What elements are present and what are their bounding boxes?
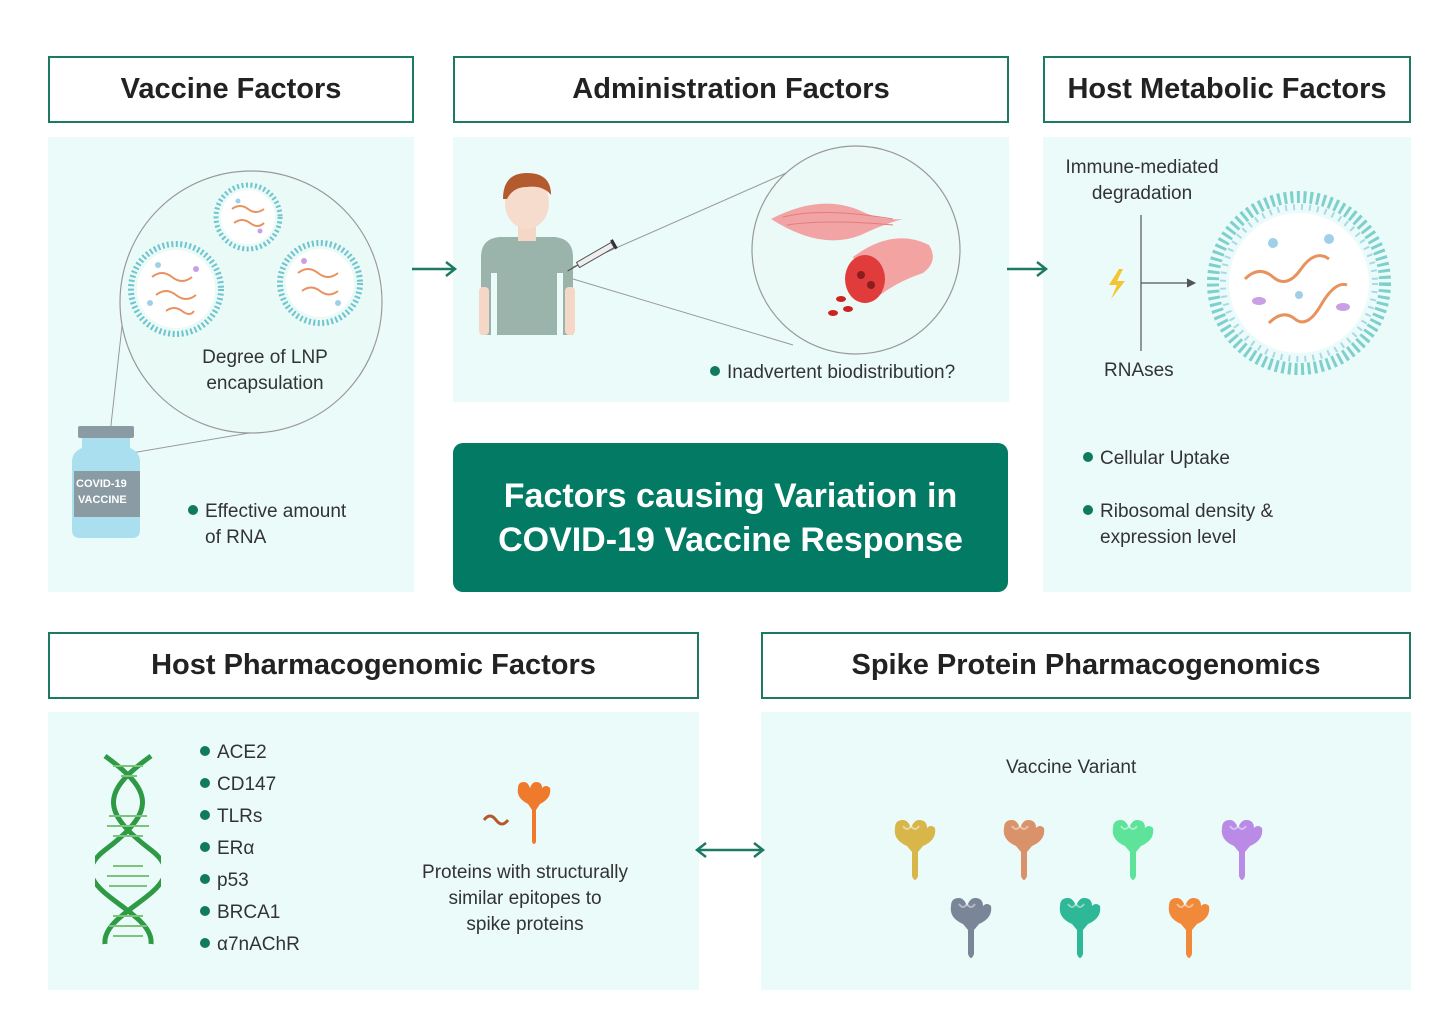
bullet-text: Effective amount (205, 501, 347, 522)
spike-protein-icon (950, 898, 992, 958)
lnp-label-line2: encapsulation (206, 373, 324, 394)
person-icon (479, 173, 575, 335)
center-title-line2: COVID-19 Vaccine Response (498, 520, 963, 559)
arrow-vaccine-to-admin (412, 261, 458, 277)
bullet-text: Inadvertent biodistribution? (727, 362, 956, 383)
bullet-dot (1083, 451, 1093, 462)
lightning-icon (1109, 269, 1125, 299)
proteins-line1: Proteins with structurally (422, 862, 628, 883)
bullet-dot (200, 841, 210, 852)
bullet-dot (200, 809, 210, 820)
lnp-label: Degree of LNP encapsulation (165, 345, 365, 397)
gene-list-item: TLRs (200, 804, 300, 836)
spike-protein-icon (1168, 898, 1210, 958)
center-title-box: Factors causing Variation in COVID-19 Va… (453, 443, 1008, 592)
bullet-text-cont: of RNA (205, 527, 267, 548)
gene-list-item: CD147 (200, 772, 300, 804)
lnp-particle-icon (128, 241, 224, 337)
bullet-text: Cellular Uptake (1100, 448, 1230, 469)
bullet-text: Ribosomal density & (1100, 501, 1274, 522)
vial-label-line1: COVID-19 (76, 478, 127, 490)
gene-name: BRCA1 (217, 902, 281, 923)
bullet-cellular-uptake: Cellular Uptake (1083, 446, 1230, 472)
gene-name: CD147 (217, 774, 277, 795)
spike-protein-icon (1059, 898, 1101, 958)
panel-host-metabolic (1043, 137, 1411, 592)
bullet-dot (200, 937, 210, 948)
panel-spike (761, 712, 1411, 990)
bullet-biodistribution: Inadvertent biodistribution? (710, 360, 955, 386)
immune-label-line2: degradation (1091, 183, 1193, 204)
lnp-zoom-illustration (72, 170, 383, 538)
immune-degradation-label: Immune-mediated degradation (1048, 155, 1236, 207)
spike-protein-icon (894, 820, 936, 880)
double-arrow-icon (694, 842, 766, 858)
bullet-ribosomal-density: Ribosomal density & expression level (1083, 499, 1273, 551)
bullet-dot (710, 365, 720, 376)
gene-name: p53 (217, 870, 249, 891)
bullet-dot (188, 504, 198, 515)
bullet-dot (200, 745, 210, 756)
vaccine-variant-label: Vaccine Variant (1006, 757, 1137, 778)
gene-list-item: ERα (200, 836, 300, 868)
proteins-line2: similar epitopes to (448, 888, 602, 909)
muscle-icon (771, 203, 903, 241)
lnp-label-line1: Degree of LNP (202, 347, 328, 368)
degradation-illustration (1109, 191, 1391, 375)
blood-vessel-icon (828, 238, 933, 316)
similar-proteins-label: Proteins with structurally similar epito… (398, 860, 652, 938)
lnp-particle-icon (213, 182, 283, 252)
bullet-dot (1083, 504, 1093, 515)
bullet-dot (200, 873, 210, 884)
bullet-effective-rna: Effective amount of RNA (188, 499, 346, 551)
gene-name: ACE2 (217, 742, 267, 763)
bullet-text-cont: expression level (1100, 527, 1237, 548)
gene-list-item: BRCA1 (200, 900, 300, 932)
header-administration-factors: Administration Factors (453, 56, 1009, 123)
gene-name: TLRs (217, 806, 263, 827)
gene-name: α7nAChR (217, 934, 300, 955)
arrow-admin-to-metabolic (1007, 261, 1049, 277)
bullet-dot (200, 905, 210, 916)
panel-host-pharmacogenomic (48, 712, 699, 990)
syringe-icon (567, 239, 618, 272)
header-spike-protein-pharmacogenomics: Spike Protein Pharmacogenomics (761, 632, 1411, 699)
center-title-line1: Factors causing Variation in (503, 476, 958, 515)
vial-label-line2: VACCINE (78, 494, 127, 506)
rnases-label: RNAses (1104, 360, 1174, 381)
spike-protein-icon (1003, 820, 1045, 880)
spike-variants (894, 820, 1263, 958)
lnp-particle-icon (1207, 191, 1391, 375)
spike-protein-icon (1221, 820, 1263, 880)
vaccine-vial-icon (72, 426, 140, 538)
administration-illustration (479, 145, 961, 355)
proteins-line3: spike proteins (466, 914, 584, 935)
bullet-dot (200, 777, 210, 788)
header-vaccine-factors: Vaccine Factors (48, 56, 414, 123)
gene-list-item: ACE2 (200, 740, 300, 772)
header-host-pharmacogenomic-factors: Host Pharmacogenomic Factors (48, 632, 699, 699)
lnp-particle-icon (277, 240, 363, 326)
gene-list-item: p53 (200, 868, 300, 900)
dna-icon (95, 753, 161, 945)
gene-name: ERα (217, 838, 255, 859)
spike-protein-icon (1112, 820, 1154, 880)
gene-list-item: α7nAChR (200, 932, 300, 964)
header-host-metabolic-factors: Host Metabolic Factors (1043, 56, 1411, 123)
immune-label-line1: Immune-mediated (1065, 157, 1219, 178)
similar-protein-icon (482, 782, 551, 844)
